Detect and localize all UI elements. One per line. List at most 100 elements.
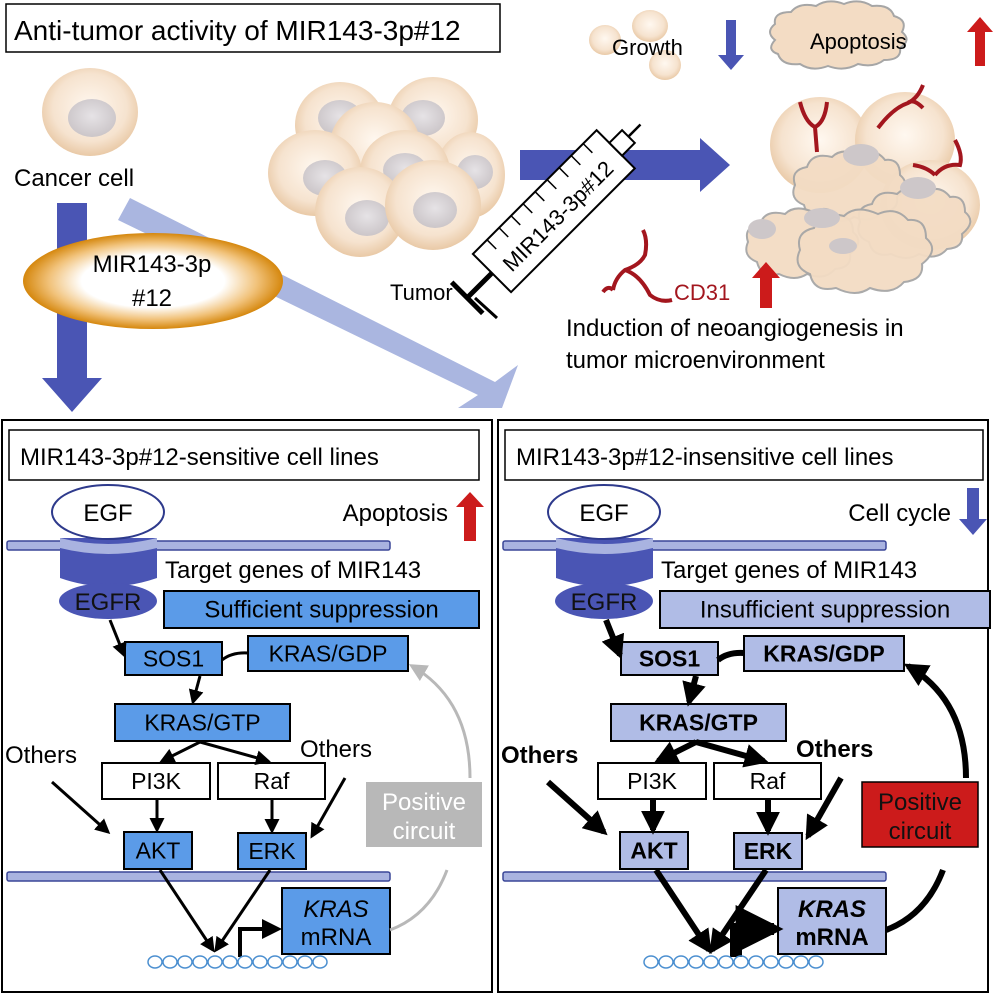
arrow-akt-dna (158, 869, 215, 953)
dna-turn (673, 955, 689, 969)
effect-label: Apoptosis (343, 500, 448, 527)
apoptosis-up-arrow (967, 17, 993, 66)
target-genes-label: Target genes of MIR143 (661, 557, 917, 584)
suppression-box (659, 590, 991, 629)
others-right-label: Others (796, 736, 873, 763)
panel-header-text: MIR143-3p#12-sensitive cell lines (20, 444, 379, 471)
kras-gdp-label: KRAS/GDP (269, 641, 388, 667)
akt: AKT (123, 831, 193, 870)
kras-gdp-box (743, 635, 905, 672)
dna-turn (147, 955, 163, 969)
akt-label: AKT (136, 838, 181, 864)
positive-circuit-rect (861, 781, 979, 848)
panel-header-box (8, 429, 480, 481)
neoangiogenesis-line-1: Induction of neoangiogenesis in (566, 315, 904, 342)
suppression-label: Sufficient suppression (204, 597, 438, 624)
arrow-kras-pi3k (653, 739, 698, 764)
dna-turn (763, 955, 779, 969)
dna-turn (778, 955, 794, 969)
egf-ligand (547, 484, 661, 540)
arrow-sos1-kras-gtp (188, 675, 204, 705)
circuit-arc-upper (903, 663, 969, 779)
raf-label: Raf (750, 768, 786, 794)
circuit-arc-upper (408, 664, 472, 779)
erk-label: ERK (248, 838, 296, 864)
dna-turn (297, 955, 313, 969)
akt-label: AKT (630, 838, 677, 864)
egfr-label: EGFR (571, 589, 638, 616)
raf: Raf (713, 762, 822, 800)
circuit-arc-lower (389, 869, 449, 932)
dna-turn (222, 955, 238, 969)
dna-turn (162, 955, 178, 969)
arrow-kras-raf (695, 739, 769, 768)
kras-gdp: KRAS/GDP (247, 635, 409, 672)
erk-label: ERK (744, 838, 793, 864)
erk: ERK (237, 832, 307, 870)
kras-mrna-label: mRNA (301, 924, 372, 951)
dna-turn (237, 955, 253, 969)
dna-turn (703, 955, 719, 969)
dna-turn (282, 955, 298, 969)
positive-circuit-line-1: Positive (382, 789, 466, 816)
kras-gdp-box (247, 635, 409, 672)
arrow-kras-raf (199, 740, 271, 765)
pi3k: PI3K (597, 762, 707, 800)
tumor-pointer (473, 296, 499, 320)
raf: Raf (217, 762, 326, 800)
tumor-label: Tumor (390, 280, 453, 305)
kras-mrna-box (281, 887, 391, 955)
dna-turn (643, 955, 659, 969)
dna-turn (733, 955, 749, 969)
suppression-box (163, 590, 480, 629)
arrow-others-akt (51, 780, 111, 834)
dna-turn (312, 955, 328, 969)
egfr-receptor-rim (60, 538, 157, 554)
arrow-erk-dna (214, 869, 272, 953)
raf-box (217, 762, 326, 800)
pi3k: PI3K (101, 762, 211, 800)
dna-turn (658, 955, 674, 969)
egfr-receptor-rim (556, 538, 653, 554)
pi3k-label: PI3K (627, 768, 678, 794)
apoptosis-cloud (769, 0, 908, 70)
sos1: SOS1 (124, 641, 223, 676)
sos1: SOS1 (620, 641, 719, 676)
cancer-cell-label: Cancer cell (14, 165, 134, 192)
cd31-label: CD31 (674, 280, 730, 305)
kras-gdp: KRAS/GDP (743, 635, 905, 672)
panel-header-box (504, 429, 984, 481)
sensitive-panel: MIR143-3p#12-sensitive cell linesEGFEGFR… (1, 419, 493, 993)
raf-label: Raf (254, 768, 290, 794)
pi3k-box (101, 762, 211, 800)
arrow-others-akt (546, 779, 608, 836)
growth-label: Growth (612, 35, 683, 60)
kras-gtp-label: KRAS/GTP (144, 710, 260, 736)
dna-turn (177, 955, 193, 969)
kras-gdp-label: KRAS/GDP (763, 641, 884, 667)
dna-turn (192, 955, 208, 969)
arrow-akt-dna (653, 868, 712, 955)
pi3k-box (597, 762, 707, 800)
dna-turn (688, 955, 704, 969)
dna-turn (207, 955, 223, 969)
link-sos1-kras-gdp (716, 649, 745, 663)
tumor-cluster-illustration (268, 77, 505, 257)
dna-turn (748, 955, 764, 969)
transcription-start-arrow (730, 905, 784, 957)
title-box: Anti-tumor activity of MIR143-3p#12 (5, 3, 501, 53)
others-left-label: Others (501, 742, 578, 769)
growth-cells-illustration (589, 10, 681, 80)
suppression: Insufficient suppression (659, 590, 991, 629)
suppression: Sufficient suppression (163, 590, 480, 629)
others-right-label: Others (300, 736, 372, 763)
neoangiogenesis-line-2: tumor microenvironment (566, 347, 825, 374)
circuit-arc-lower (884, 868, 946, 933)
transcription-start-arrow (238, 919, 282, 957)
effect-up-arrow (456, 492, 484, 541)
others-left-label: Others (5, 742, 77, 769)
sos1-label: SOS1 (143, 646, 204, 672)
title-text: Anti-tumor activity of MIR143-3p#12 (14, 15, 461, 46)
